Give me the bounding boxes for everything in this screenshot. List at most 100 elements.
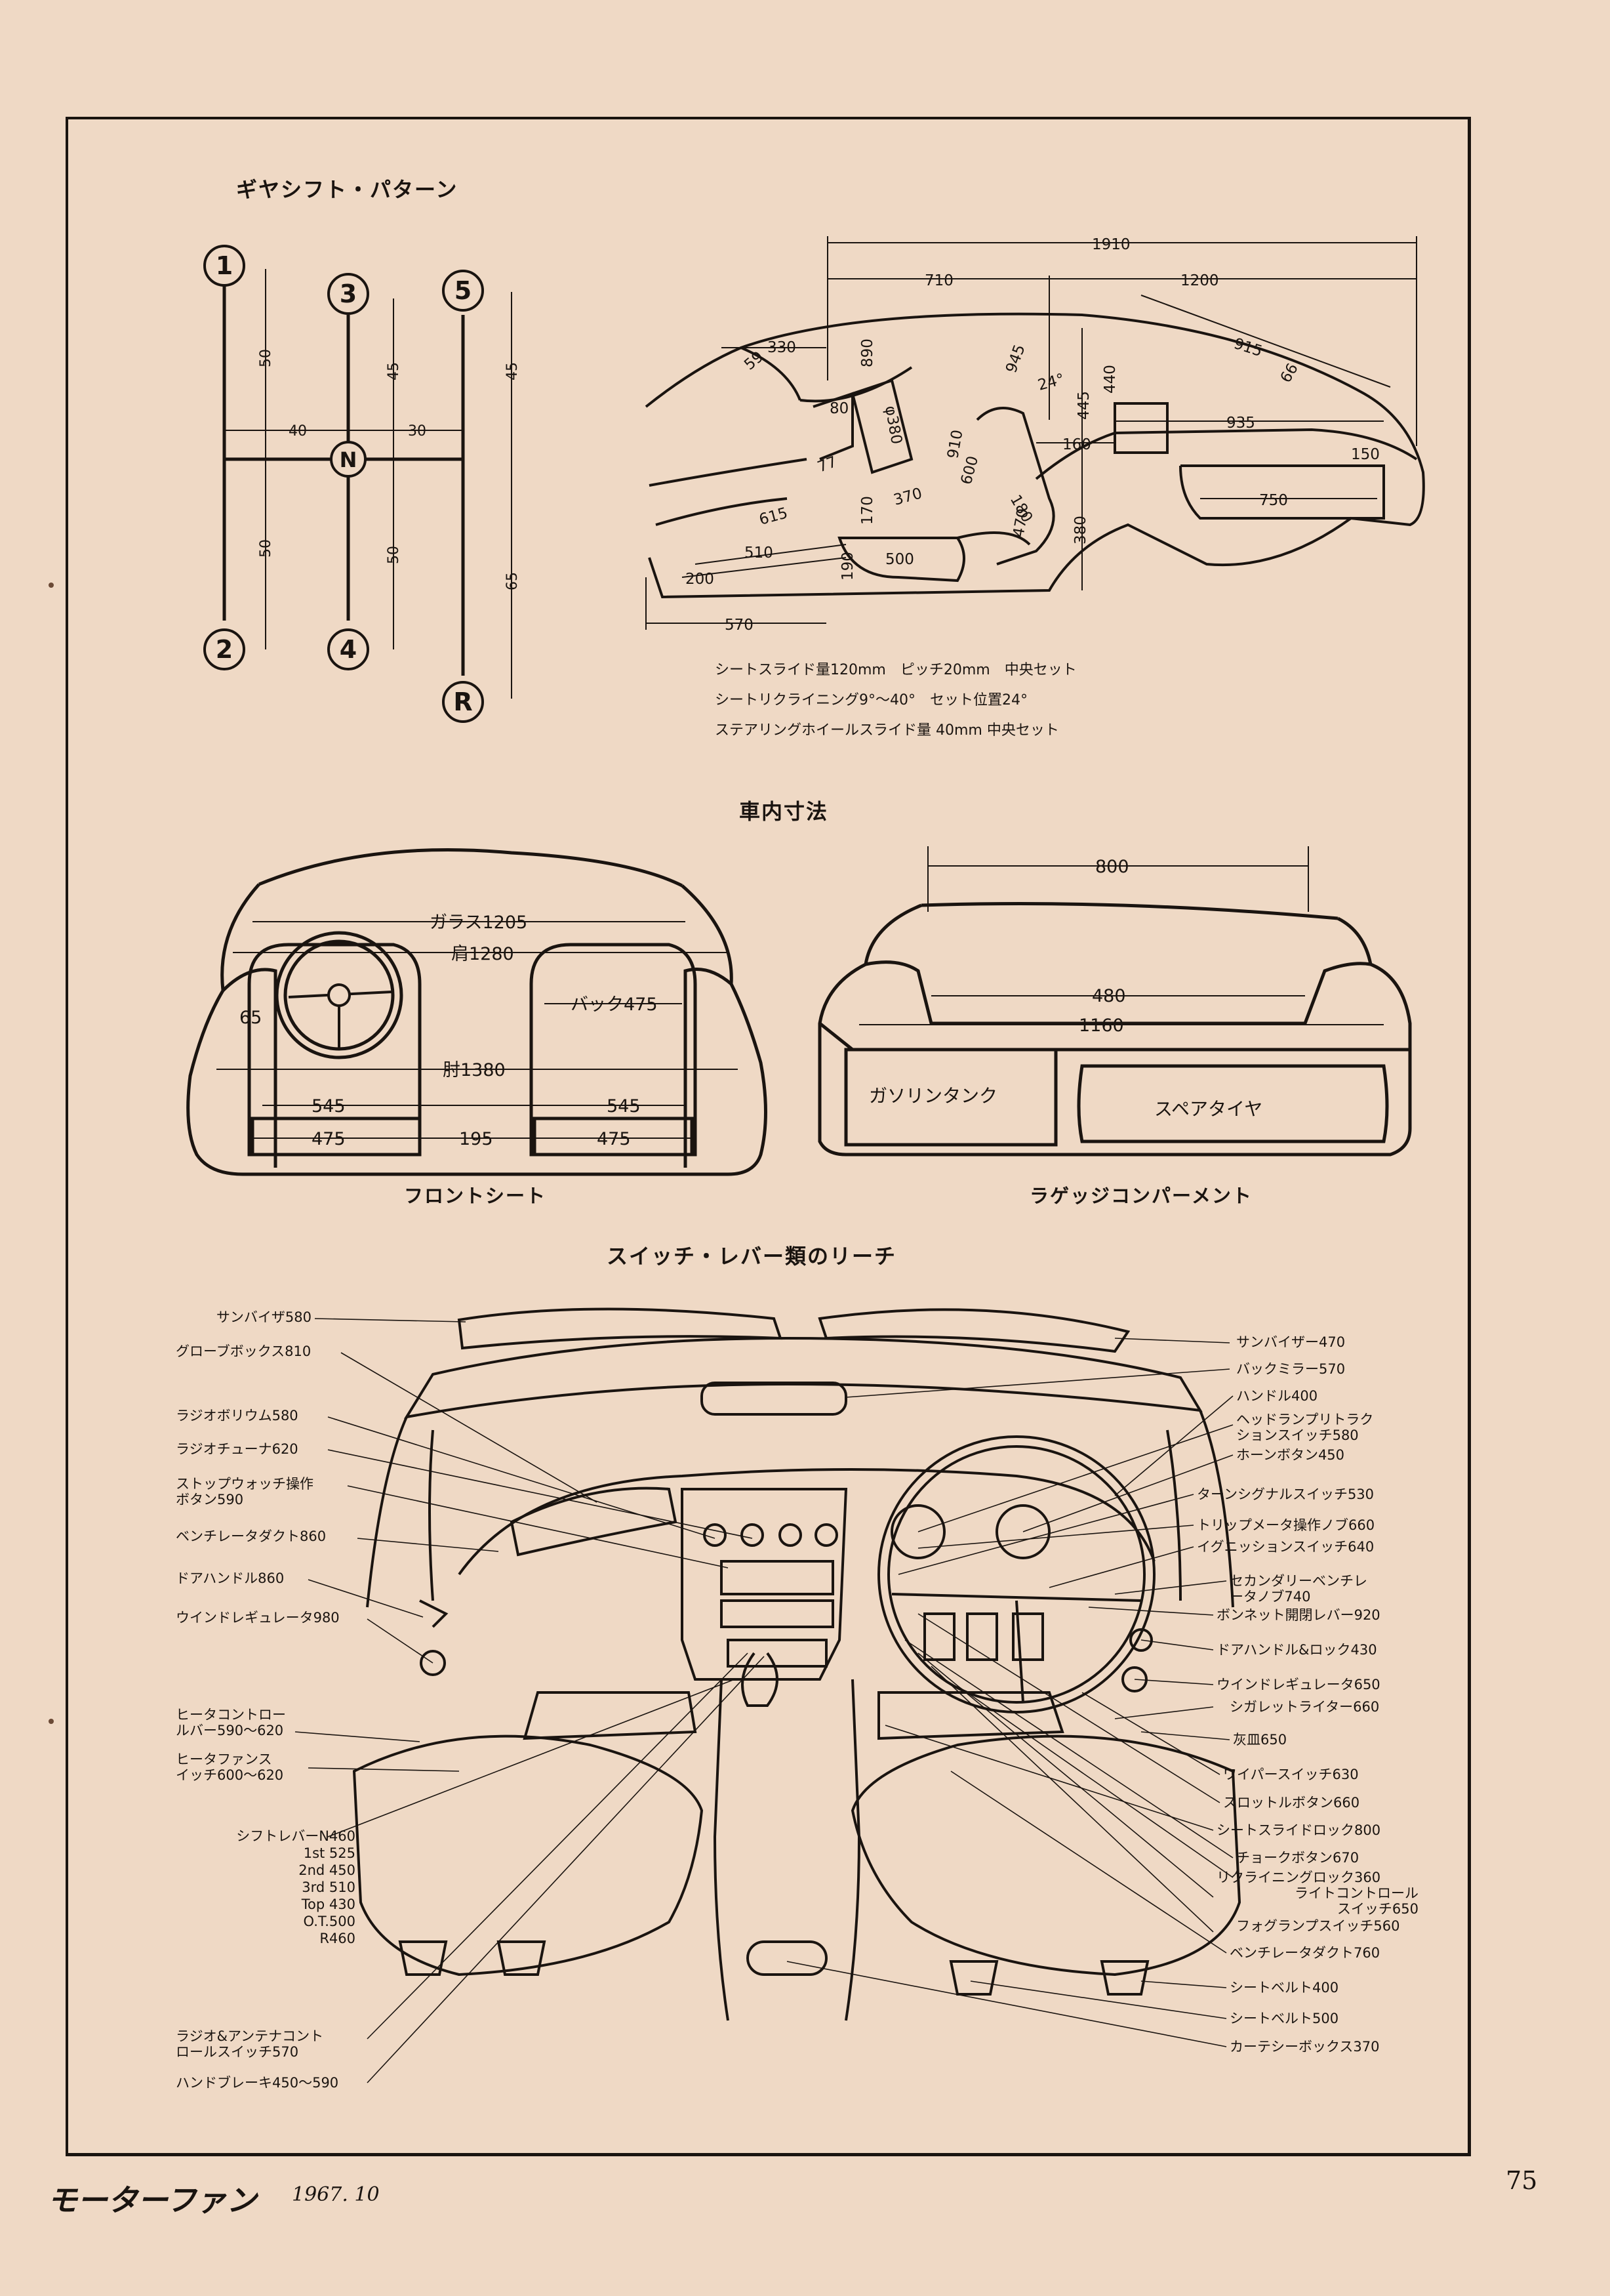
reach-label-left: グローブボックス810: [176, 1343, 312, 1359]
gear-n-label: N: [340, 447, 357, 472]
front-dim-text: 195: [459, 1129, 493, 1149]
reach-label-left: サンバイザ580: [216, 1309, 312, 1325]
gear-5-label: 5: [454, 276, 472, 305]
gear-dim-text: 30: [408, 423, 426, 440]
reach-title: スイッチ・レバー類のリーチ: [607, 1244, 897, 1269]
reach-label-left: ドアハンドル860: [176, 1570, 285, 1586]
side-dim-text: 190: [839, 552, 856, 581]
reach-label-right: 灰皿650: [1233, 1732, 1287, 1748]
reach-label-right: ベンチレータダクト760: [1230, 1945, 1380, 1961]
side-dim-text: 710: [925, 272, 954, 289]
side-dim-text: 440: [1102, 365, 1119, 394]
reach-label-right: ヘッドランプリトラク ションスイッチ580: [1236, 1412, 1374, 1443]
reach-label-right: ウインドレギュレータ650: [1217, 1677, 1380, 1692]
reach-label-right: シートスライドロック800: [1217, 1822, 1381, 1838]
gear-dim-text: 45: [386, 362, 402, 380]
side-dim-text: 510: [744, 544, 773, 562]
spare-tire-label: スペアタイヤ: [1154, 1098, 1262, 1120]
issue-date: 1967. 10: [292, 2183, 380, 2206]
seat-recline-note: シートリクライニング9°～40° セット位置24°: [715, 692, 1028, 708]
reach-label-right: チョークボタン670: [1236, 1850, 1359, 1866]
reach-label-left: ヒータファンス イッチ600～620: [176, 1752, 284, 1783]
reach-label-left: ラジオ&アンテナコント ロールスイッチ570: [176, 2028, 324, 2060]
gear-r-label: R: [453, 687, 472, 716]
side-dim-text: 160: [1062, 436, 1091, 453]
reach-label-right: ホーンボタン450: [1236, 1447, 1345, 1463]
reach-label-right: シガレットライター660: [1230, 1699, 1380, 1715]
front-dim-text: 475: [597, 1129, 631, 1149]
front-dim-text: バック475: [571, 994, 658, 1015]
side-dim-text: 170: [859, 496, 876, 525]
side-dim-text: 200: [685, 571, 714, 588]
reach-label-right: ライトコントロール スイッチ650: [1295, 1885, 1419, 1917]
reach-label-right: ワイパースイッチ630: [1223, 1767, 1359, 1782]
side-dim-text: 150: [1351, 446, 1380, 463]
interior-title: 車内寸法: [739, 799, 829, 824]
reach-label-right: シートベルト500: [1230, 2011, 1339, 2026]
gear-dims: 50 50 45 50 45 65 40 30: [258, 349, 521, 590]
reach-label-right: ターンシグナルスイッチ530: [1197, 1486, 1375, 1502]
front-seat-caption: フロントシート: [404, 1185, 547, 1207]
seat-slide-note: シートスライド量120mm ピッチ20mm 中央セット: [715, 662, 1077, 678]
reach-label-right: トリップメータ操作ノブ660: [1197, 1517, 1375, 1533]
front-dim-text: ガラス1205: [430, 912, 527, 933]
front-dim-text: 545: [312, 1096, 346, 1117]
luggage-dim-text: 1160: [1079, 1015, 1124, 1036]
reach-label-left: ベンチレータダクト860: [176, 1528, 327, 1544]
reach-label-left: シフトレバーN460 1st 525 2nd 450 3rd 510 Top 4…: [236, 1828, 355, 1946]
luggage-caption: ラゲッジコンパーメント: [1030, 1185, 1253, 1207]
magazine-name: モーターファン: [47, 2183, 257, 2218]
side-dim-text: 445: [1076, 391, 1093, 420]
side-dim-text: 570: [725, 617, 754, 634]
front-dim-text: 肩1280: [451, 944, 514, 964]
side-dim-text: 80: [830, 400, 849, 417]
gear-dim-text: 50: [258, 539, 274, 558]
side-dim-text: 1910: [1092, 236, 1131, 253]
side-dim-text: 1200: [1180, 272, 1219, 289]
reach-label-left: ラジオボリウム580: [176, 1408, 298, 1424]
gear-3-label: 3: [340, 279, 357, 308]
steering-slide-note: ステアリングホイールスライド量 40mm 中央セット: [715, 722, 1059, 739]
reach-label-right: カーテシーボックス370: [1230, 2039, 1380, 2055]
binder-hole: [49, 1719, 54, 1724]
binder-hole: [49, 583, 54, 588]
reach-label-right: イグニッションスイッチ640: [1197, 1539, 1375, 1555]
front-dim-text: 545: [607, 1096, 641, 1117]
reach-label-right: サンバイザー470: [1236, 1334, 1346, 1350]
reach-label-right: シートベルト400: [1230, 1980, 1339, 1996]
gear-1-label: 1: [216, 251, 233, 280]
front-dim-text: 肘1380: [443, 1060, 506, 1080]
gear-dim-text: 50: [386, 546, 402, 564]
reach-label-right: バックミラー570: [1236, 1361, 1346, 1377]
side-dim-text: 890: [859, 338, 876, 367]
gear-dim-text: 50: [258, 349, 274, 367]
reach-label-right: フォグランプスイッチ560: [1236, 1918, 1400, 1934]
front-dim-text: 475: [312, 1129, 346, 1149]
luggage-dim-text: 800: [1095, 857, 1129, 877]
gear-dim-text: 65: [504, 572, 521, 590]
side-dim-text: 330: [767, 339, 796, 356]
gear-dim-text: 40: [289, 423, 307, 440]
fuel-tank-label: ガソリンタンク: [869, 1085, 997, 1107]
side-dim-text: 380: [1072, 516, 1089, 544]
reach-label-right: ハンドル400: [1236, 1388, 1318, 1404]
front-dim-text: 65: [239, 1008, 262, 1028]
reach-label-left: ストップウォッチ操作 ボタン590: [176, 1476, 313, 1507]
reach-label-left: ヒータコントロー ルバー590～620: [176, 1707, 286, 1738]
reach-label-right: セカンダリーベンチレ ータノブ740: [1230, 1573, 1367, 1605]
side-dim-text: 500: [885, 551, 914, 568]
reach-label-left: ラジオチューナ620: [176, 1441, 298, 1457]
gear-4-label: 4: [340, 635, 357, 664]
luggage-dim-text: 480: [1092, 986, 1126, 1006]
gear-shift-title: ギヤシフト・パターン: [236, 177, 458, 202]
reach-label-right: ドアハンドル&ロック430: [1217, 1642, 1377, 1658]
reach-label-right: スロットルボタン660: [1223, 1795, 1360, 1811]
reach-label-left: ウインドレギュレータ980: [176, 1610, 340, 1626]
page-frame: [66, 117, 1471, 2156]
gear-dim-text: 45: [504, 362, 521, 380]
page-number: 75: [1506, 2166, 1538, 2195]
